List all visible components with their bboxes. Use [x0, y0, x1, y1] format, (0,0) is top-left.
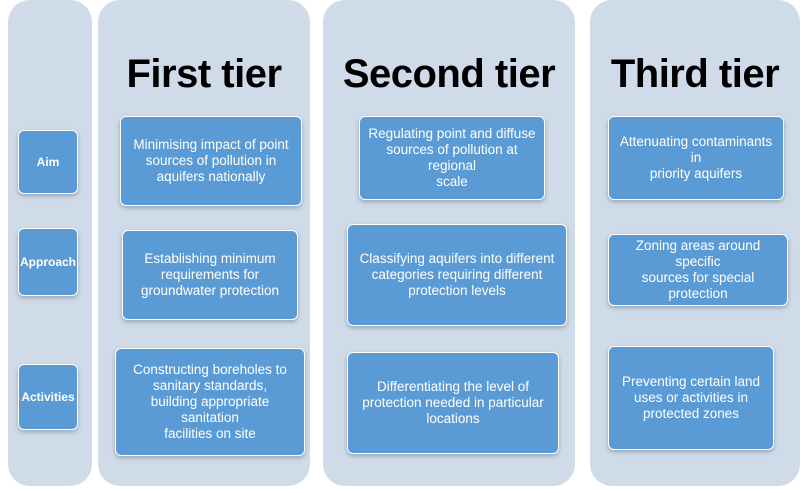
second-tier-column: Second tier Regulating point and diffuse…	[323, 0, 575, 486]
first-tier-title: First tier	[126, 52, 282, 96]
third-tier-activities-box: Preventing certain land uses or activiti…	[608, 346, 774, 450]
row-label-approach: Approach	[18, 228, 78, 296]
first-tier-column: First tier Minimising impact of point so…	[98, 0, 310, 486]
first-tier-activities-box: Constructing boreholes to sanitary stand…	[115, 348, 305, 456]
row-label-aim: Aim	[18, 130, 78, 194]
second-tier-activities-box: Differentiating the level of protection …	[347, 352, 559, 454]
second-tier-approach-box: Classifying aquifers into different cate…	[347, 224, 567, 326]
second-tier-aim-box: Regulating point and diffuse sources of …	[359, 116, 545, 200]
third-tier-title: Third tier	[610, 52, 780, 96]
third-tier-column: Third tier Attenuating contaminants in p…	[590, 0, 800, 486]
first-tier-approach-box: Establishing minimum requirements for gr…	[122, 230, 298, 320]
third-tier-approach-box: Zoning areas around specific sources for…	[608, 234, 788, 306]
row-label-column: Aim Approach Activities	[8, 0, 92, 486]
second-tier-title: Second tier	[342, 52, 556, 96]
row-label-activities: Activities	[18, 364, 78, 430]
third-tier-aim-box: Attenuating contaminants in priority aqu…	[608, 116, 784, 200]
first-tier-aim-box: Minimising impact of point sources of po…	[120, 116, 302, 206]
